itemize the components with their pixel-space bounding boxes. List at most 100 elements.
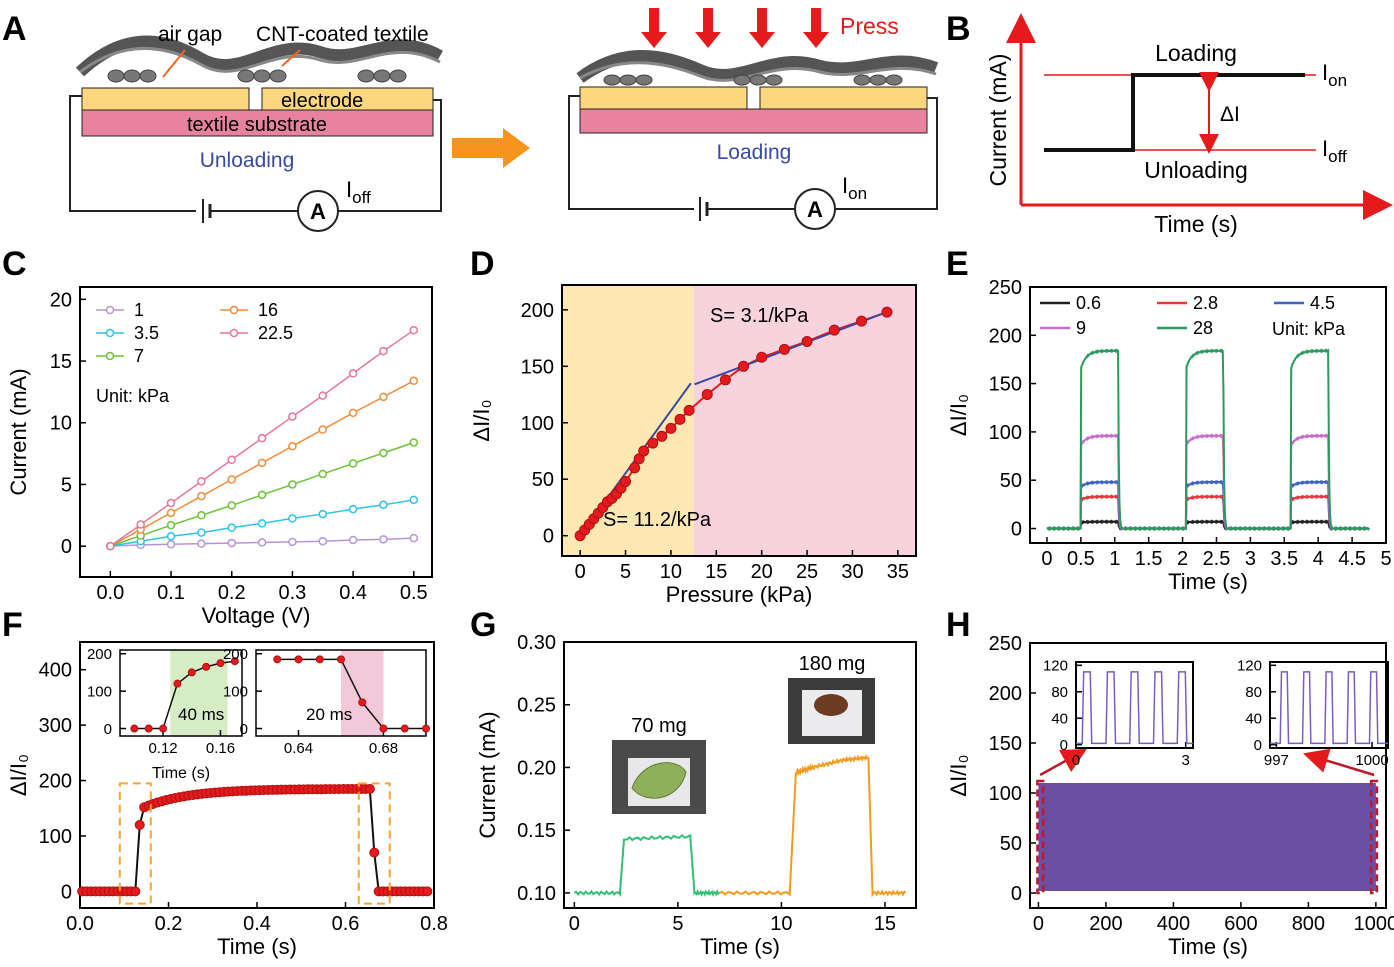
data-point (197, 477, 206, 486)
c-unit-label: Unit: kPa (96, 386, 170, 406)
y-tick-label: 200 (39, 771, 72, 793)
x-axis-label: Time (s) (1168, 569, 1248, 594)
fibers-right (603, 74, 903, 86)
data-point (738, 360, 750, 372)
b-loading-label: Loading (1155, 40, 1237, 66)
x-tick-label: 30 (841, 561, 863, 583)
y-tick-label: 150 (989, 733, 1022, 755)
data-point (227, 523, 236, 532)
data-point (674, 413, 686, 425)
end-window-box (1369, 779, 1379, 895)
y-tick-label: 20 (50, 289, 72, 311)
y-tick-label: 100 (989, 422, 1022, 444)
y-tick-label: 10 (50, 413, 72, 435)
data-point (227, 475, 236, 484)
plot-frame (119, 649, 243, 737)
response-line (82, 787, 428, 893)
highlight-region (341, 650, 384, 736)
y-tick-label: 150 (989, 374, 1022, 396)
y-tick-label: 0 (61, 536, 72, 558)
photo-leaf (612, 740, 706, 814)
y-tick-label: 100 (223, 683, 248, 700)
data-point (379, 392, 388, 402)
plot-frame (1029, 642, 1387, 909)
inset-point (144, 724, 153, 733)
y-tick-label: 300 (39, 715, 72, 737)
legend-label: 22.5 (258, 323, 293, 343)
legend-label: 1 (134, 300, 144, 320)
inset-point (337, 655, 345, 664)
bean-icon (814, 694, 848, 716)
data-point (409, 325, 419, 335)
x-tick-label: 5 (1380, 548, 1391, 570)
legend-label: 28 (1193, 318, 1213, 338)
device-unloading: electrode textile substrate Unloading ai… (69, 23, 443, 232)
x-tick-label: 5 (672, 913, 683, 935)
electrode-left-a (81, 87, 250, 111)
x-tick-label: 2.5 (1203, 548, 1231, 570)
y-tick-label: 200 (989, 325, 1022, 347)
plot-frame (561, 284, 917, 557)
x-tick-label: 0.12 (148, 740, 177, 757)
data-point (701, 389, 713, 401)
data-point (166, 540, 176, 549)
y-tick-label: 100 (989, 783, 1022, 805)
data-point (197, 491, 206, 501)
start-window-box (1036, 779, 1045, 895)
x-tick-label: 0 (575, 561, 586, 583)
legend-label: 9 (1076, 318, 1086, 338)
y-tick-label: 100 (39, 826, 72, 848)
b-delta-label: ΔI (1220, 103, 1240, 126)
data-point (369, 847, 380, 858)
cnt-pointer (281, 49, 301, 67)
legend-marker (229, 305, 239, 315)
inset-point (130, 724, 139, 733)
panel-letter-d: D (470, 245, 495, 283)
inset-point (294, 655, 303, 664)
x-tick-label: 0.16 (206, 740, 235, 757)
d-sensitivity-low: S= 11.2/kPa (603, 509, 712, 531)
legend-label: 3.5 (134, 323, 159, 343)
device-loading: Loading Press A Ion (568, 8, 939, 230)
transition-arrow (452, 128, 530, 168)
fibers-left (107, 69, 407, 83)
data-point (288, 480, 297, 489)
x-tick-label: 800 (1292, 913, 1325, 935)
y-tick-label: 0 (240, 721, 248, 738)
inset-point (379, 724, 388, 733)
x-axis-label: Time (s) (700, 934, 780, 959)
inset-pulse-trace (1076, 671, 1193, 745)
cnt-textile-layer (75, 35, 443, 77)
press-label: Press (840, 13, 899, 39)
b-ioff-label: Ioff (1322, 136, 1347, 166)
data-point (348, 408, 358, 418)
y-tick-label: 200 (521, 300, 554, 322)
data-point (801, 335, 813, 347)
data-point (379, 500, 388, 510)
data-point (166, 498, 176, 508)
y-tick-label: 5 (61, 474, 72, 496)
x-tick-label: 1000 (1355, 752, 1388, 769)
inset-point (159, 724, 168, 733)
data-point (409, 533, 419, 543)
data-point (318, 469, 328, 479)
b-x-label: Time (s) (1154, 211, 1237, 237)
y-tick-label: 0 (61, 881, 72, 903)
data-point (257, 538, 267, 547)
data-point (257, 490, 267, 500)
series-line-9 (1046, 433, 1370, 532)
series-line-2.8 (1046, 494, 1370, 532)
data-point (197, 528, 206, 537)
x-tick-label: 20 (751, 561, 773, 583)
x-axis-label: Pressure (kPa) (666, 582, 813, 607)
y-tick-label: 50 (1000, 833, 1022, 855)
x-tick-label: 0.6 (332, 913, 360, 935)
panel-b: B ΔI Loading Unloading Ion Ioff Current … (946, 10, 1393, 237)
zoom-arrow-start (1039, 748, 1087, 777)
loading-label: Loading (717, 141, 792, 164)
